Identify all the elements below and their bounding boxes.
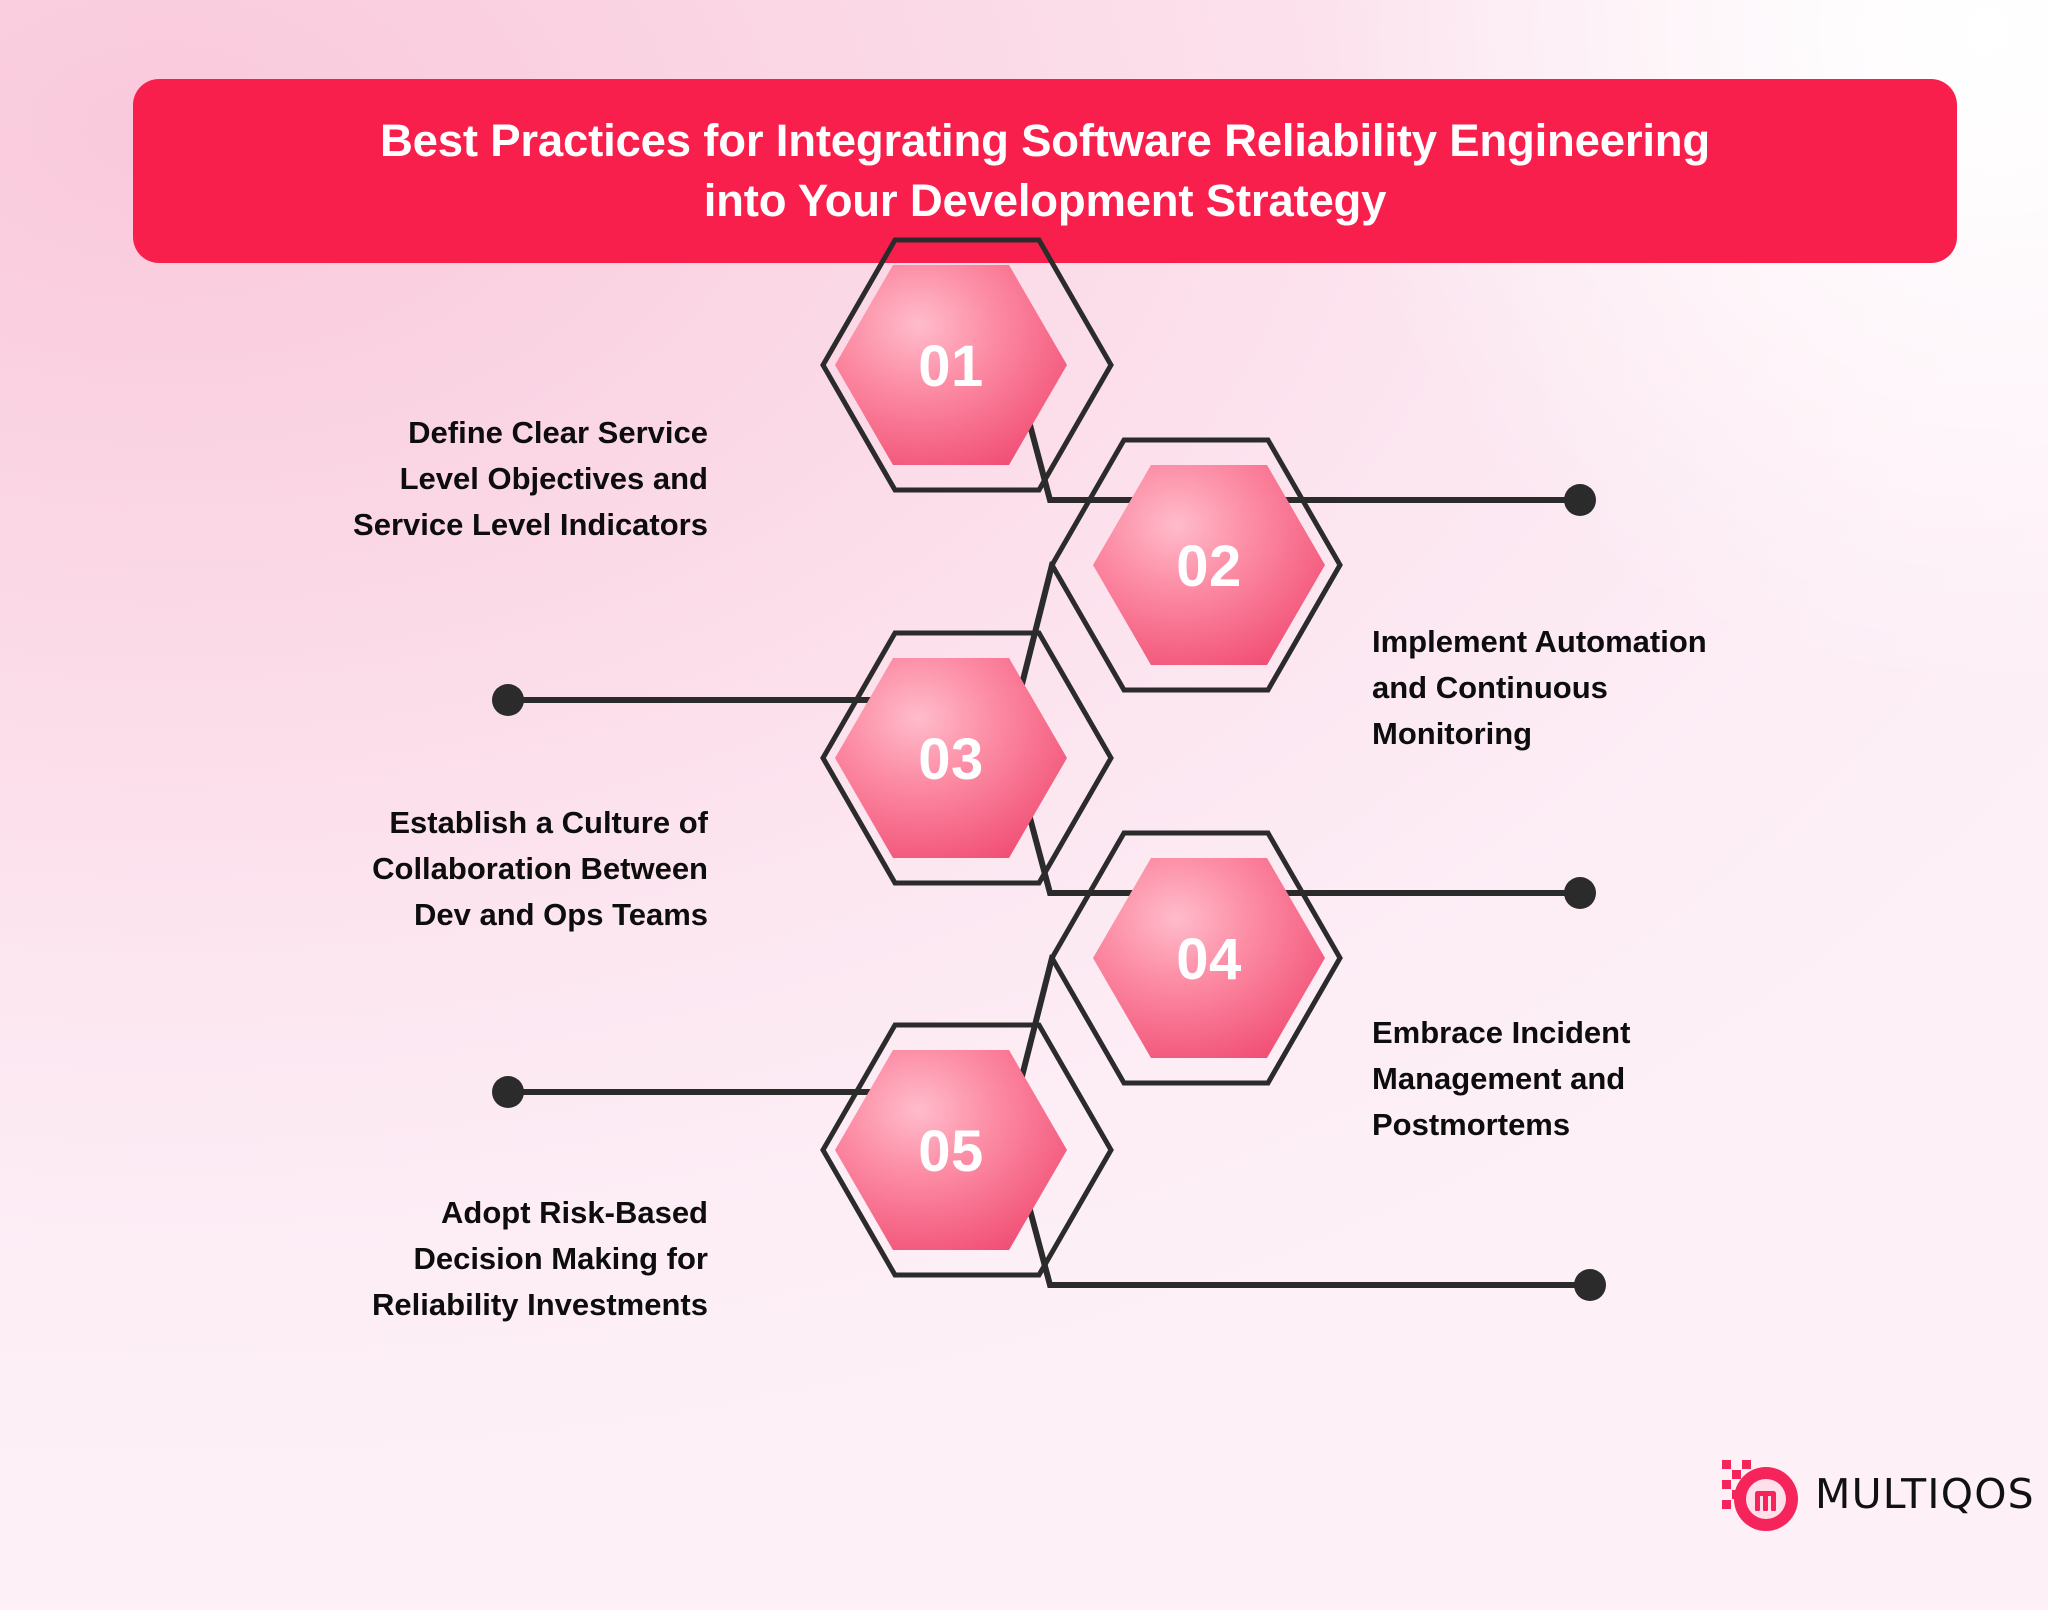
page-title: Best Practices for Integrating Software …: [380, 114, 1710, 226]
connector-dot-02: [492, 684, 524, 716]
connector-dot-03: [1564, 877, 1596, 909]
step-label-01: Define Clear Service Level Objectives an…: [353, 415, 708, 542]
multiqos-logo-icon: [1718, 1452, 1802, 1536]
step-label-04: Embrace Incident Management and Postmort…: [1372, 1015, 1631, 1142]
hexagon-number-04: 04: [1176, 927, 1242, 992]
connector-01: [1010, 361, 1578, 503]
hexagon-number-03: 03: [918, 727, 984, 792]
hexagon-number-05: 05: [918, 1119, 984, 1184]
step-label-05: Adopt Risk-Based Decision Making for Rel…: [372, 1195, 708, 1322]
connector-05: [1010, 1146, 1588, 1288]
connector-dot-04: [492, 1076, 524, 1108]
connector-dot-05: [1574, 1269, 1606, 1301]
connector-04: [509, 954, 1056, 1095]
brand-wordmark: MULTIQOS: [1815, 1470, 2035, 1518]
brand-logo: MULTIQOS: [1718, 1452, 2035, 1536]
step-label-02: Implement Automation and Continuous Moni…: [1372, 624, 1707, 751]
title-banner: Best Practices for Integrating Software …: [133, 79, 1957, 263]
connector-03: [1010, 754, 1578, 896]
connector-02: [509, 561, 1056, 703]
connector-dot-01: [1564, 484, 1596, 516]
step-label-03: Establish a Culture of Collaboration Bet…: [372, 805, 708, 932]
hexagon-number-02: 02: [1176, 534, 1242, 599]
hexagon-number-01: 01: [918, 334, 984, 399]
